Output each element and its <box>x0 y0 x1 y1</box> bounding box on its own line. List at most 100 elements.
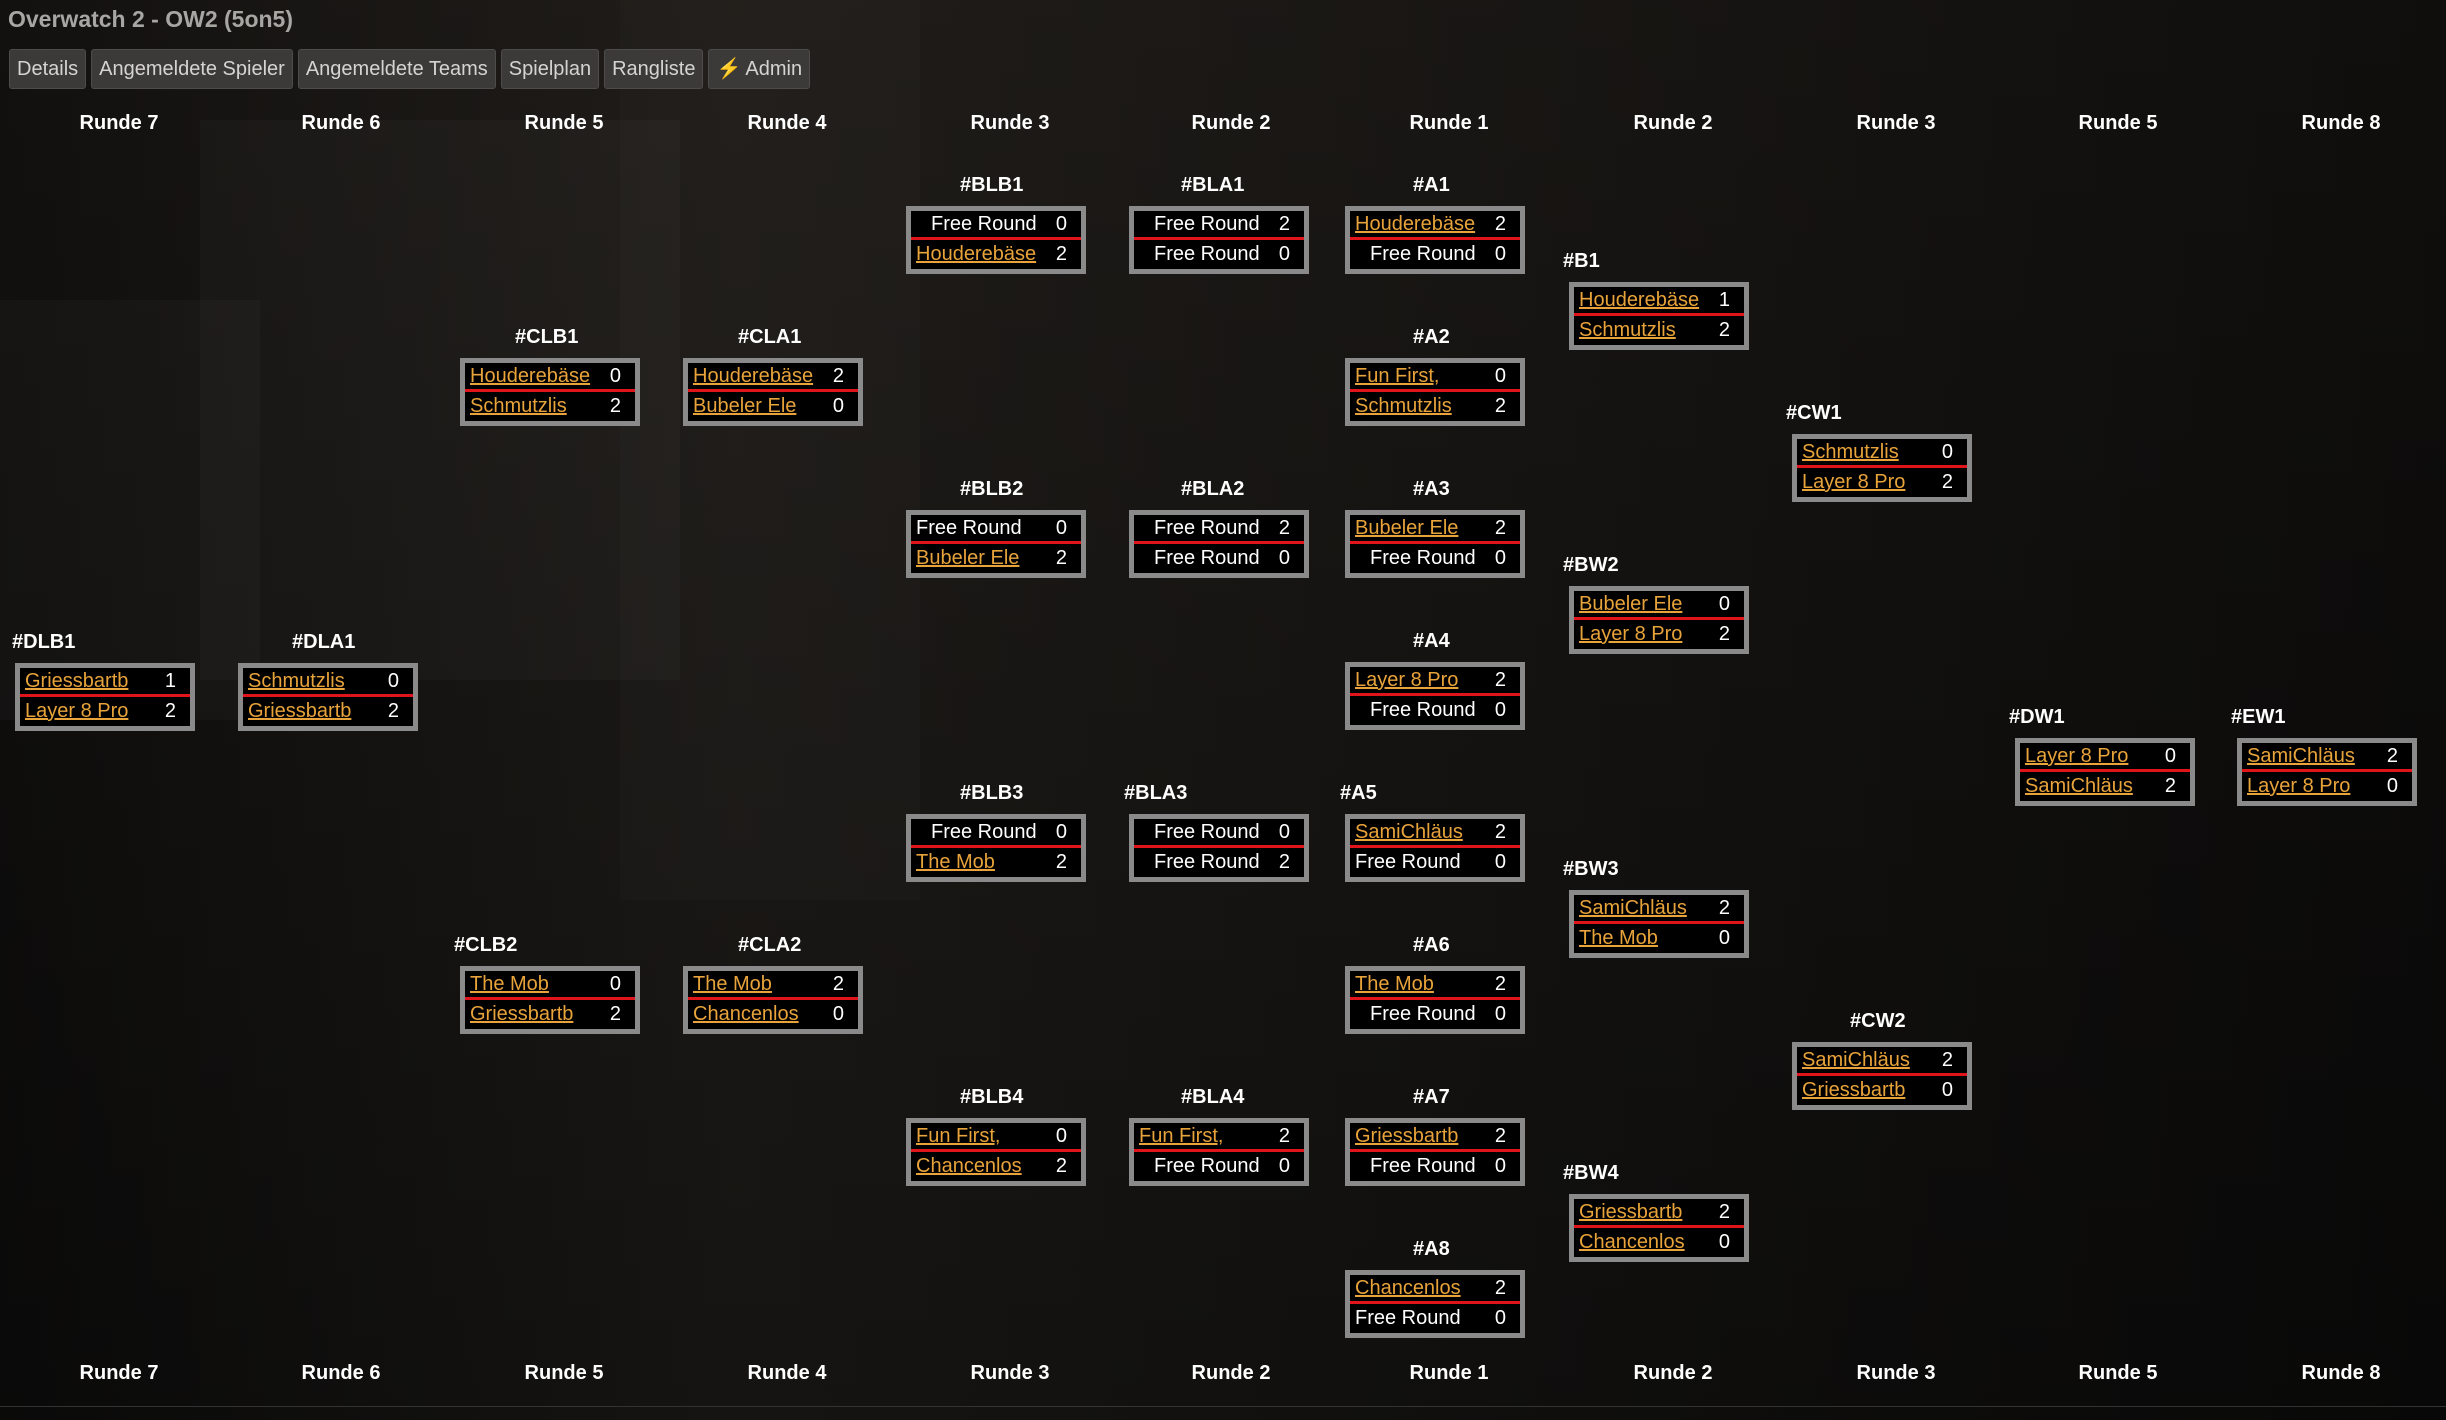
team-link[interactable]: The Mob <box>1579 927 1658 949</box>
team-score: 2 <box>1941 471 1953 493</box>
team-link[interactable]: SamiChläus <box>1579 897 1687 919</box>
nav-schedule-button[interactable]: Spielplan <box>500 49 600 89</box>
team-link[interactable]: Fun First, <box>916 1125 1001 1147</box>
team-link[interactable]: Fun First, <box>1139 1125 1224 1147</box>
team-score: 0 <box>1278 821 1290 843</box>
match-id: #BLA1 <box>1181 174 1245 196</box>
team-link[interactable]: The Mob <box>1355 973 1434 995</box>
team-link[interactable]: The Mob <box>693 973 772 995</box>
match-id: #DLB1 <box>12 631 76 653</box>
team-link[interactable]: Houderebäse <box>916 243 1037 265</box>
team-link[interactable]: Bubeler Ele <box>693 395 797 417</box>
team-link[interactable]: Chancenlos <box>1579 1231 1685 1253</box>
round-label: Runde 1 <box>1409 1362 1489 1384</box>
team-link[interactable]: Schmutzlis <box>1579 319 1676 341</box>
team-link[interactable]: Chancenlos <box>693 1003 799 1025</box>
team-link[interactable]: Houderebäse <box>693 365 814 387</box>
team-score: 2 <box>1055 1155 1067 1177</box>
round-label: Runde 5 <box>2078 1362 2158 1384</box>
team-link[interactable]: SamiChläus <box>2025 775 2133 797</box>
nav-details-button[interactable]: Details <box>9 49 87 89</box>
match-id: #BW4 <box>1563 1162 1619 1184</box>
team-link[interactable]: Griessbartb <box>1802 1079 1906 1101</box>
team-link[interactable]: Chancenlos <box>916 1155 1022 1177</box>
team-link[interactable]: Schmutzlis <box>470 395 567 417</box>
team-score: 2 <box>2386 745 2398 767</box>
team-link[interactable]: Layer 8 Pro <box>1355 669 1459 691</box>
team-row: Layer 8 Pro 2 <box>1797 468 1967 497</box>
team-link[interactable]: Bubeler Ele <box>1579 593 1683 615</box>
team-score: 1 <box>164 670 176 692</box>
team-link[interactable]: SamiChläus <box>1355 821 1463 843</box>
team-row: SamiChläus 2 <box>2020 772 2190 801</box>
team-link[interactable]: Griessbartb <box>1355 1125 1459 1147</box>
team-link[interactable]: Griessbartb <box>25 670 129 692</box>
free-round-label: Free Round <box>1355 851 1461 873</box>
background-texture <box>0 300 260 720</box>
team-link[interactable]: Schmutzlis <box>1802 441 1899 463</box>
team-link[interactable]: Griessbartb <box>248 700 352 722</box>
team-score: 0 <box>1718 593 1730 615</box>
team-link[interactable]: SamiChläus <box>1802 1049 1910 1071</box>
team-link[interactable]: Layer 8 Pro <box>25 700 129 722</box>
team-link[interactable]: Layer 8 Pro <box>2247 775 2351 797</box>
team-link[interactable]: Layer 8 Pro <box>1579 623 1683 645</box>
page-title: Overwatch 2 - OW2 (5on5) <box>8 6 294 32</box>
free-round-label: Free Round <box>1154 213 1260 235</box>
team-row: Bubeler Ele 0 <box>1574 591 1744 620</box>
team-link[interactable]: Layer 8 Pro <box>1802 471 1906 493</box>
team-link[interactable]: Schmutzlis <box>1355 395 1452 417</box>
team-row: SamiChläus 2 <box>2242 743 2412 772</box>
team-row: Fun First,2 <box>1134 1123 1304 1152</box>
match-id: #CLB1 <box>515 326 579 348</box>
team-link[interactable]: Houderebäse <box>470 365 591 387</box>
round-label: Runde 8 <box>2301 112 2381 134</box>
team-link[interactable]: Bubeler Ele <box>916 547 1020 569</box>
team-row: Chancenlos 2 <box>911 1152 1081 1181</box>
team-score: 0 <box>1494 851 1506 873</box>
team-row: Fun First,0 <box>1350 363 1520 392</box>
team-link[interactable]: Layer 8 Pro <box>2025 745 2129 767</box>
team-score: 0 <box>1494 547 1506 569</box>
team-link[interactable]: SamiChläus <box>2247 745 2355 767</box>
nav-ranking-button[interactable]: Rangliste <box>604 49 704 89</box>
team-link[interactable]: Griessbartb <box>470 1003 574 1025</box>
team-score: 2 <box>2164 775 2176 797</box>
nav-registered-players-button[interactable]: Angemeldete Spieler <box>91 49 293 89</box>
team-score: 0 <box>832 1003 844 1025</box>
team-score: 0 <box>1941 441 1953 463</box>
team-link[interactable]: Bubeler Ele <box>1355 517 1459 539</box>
round-label: Runde 5 <box>524 112 604 134</box>
team-link[interactable]: Griessbartb <box>1579 1201 1683 1223</box>
team-link[interactable]: Houderebäse <box>1355 213 1476 235</box>
team-link[interactable]: The Mob <box>916 851 995 873</box>
team-link[interactable]: The Mob <box>470 973 549 995</box>
match-id: #A6 <box>1413 934 1450 956</box>
free-round-label: Free Round <box>1370 699 1476 721</box>
team-link[interactable]: Chancenlos <box>1355 1277 1461 1299</box>
nav-registered-teams-button[interactable]: Angemeldete Teams <box>297 49 496 89</box>
nav-admin-button[interactable]: ⚡Admin <box>708 49 811 89</box>
team-link[interactable]: Fun First, <box>1355 365 1440 387</box>
round-label: Runde 7 <box>79 1362 159 1384</box>
round-label: Runde 5 <box>2078 112 2158 134</box>
free-round-label: Free Round <box>1370 243 1476 265</box>
team-link[interactable]: Houderebäse <box>1579 289 1700 311</box>
team-score: 2 <box>609 1003 621 1025</box>
team-link[interactable]: Schmutzlis <box>248 670 345 692</box>
